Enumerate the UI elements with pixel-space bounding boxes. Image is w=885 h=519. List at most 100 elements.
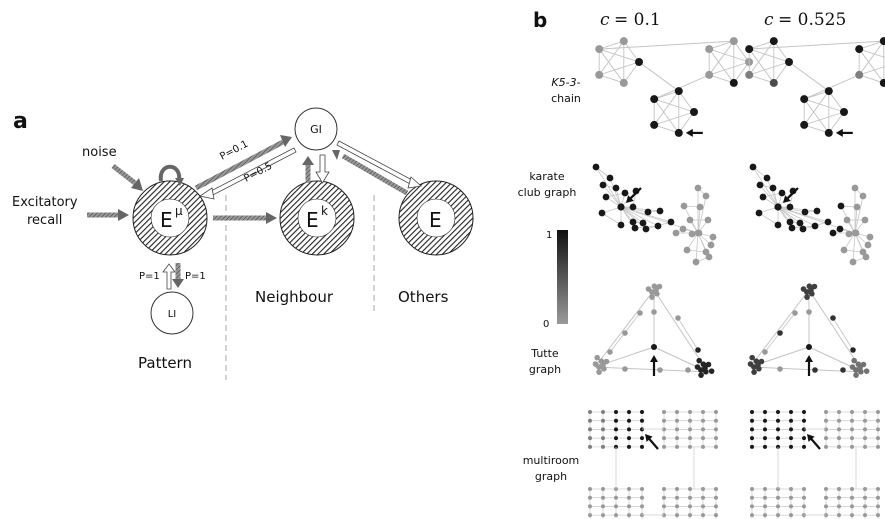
graph-node: [853, 372, 859, 378]
graph-node: [850, 504, 854, 509]
graph-node: [861, 216, 869, 224]
graph-node: [588, 444, 592, 449]
graph-node: [702, 192, 710, 200]
graph-node: [588, 436, 592, 441]
graph-node: [601, 365, 607, 372]
graph-node: [685, 367, 691, 373]
graph-node: [656, 283, 663, 290]
graph-node: [837, 444, 841, 449]
source-node-arrow-icon: [626, 187, 642, 203]
graph-node: [588, 410, 592, 414]
graph-node: [688, 427, 692, 432]
graph-node: [824, 436, 828, 441]
graph-node: [750, 444, 754, 449]
graph-node: [758, 358, 765, 365]
svg-text:K5-3-: K5-3-: [551, 76, 580, 89]
graph-node: [627, 504, 631, 509]
graph-node: [804, 294, 810, 300]
graph-node: [849, 364, 856, 370]
graph-node: [614, 495, 618, 500]
graph-node: [806, 344, 812, 350]
svg-text:k: k: [321, 204, 328, 218]
graph-node: [596, 369, 602, 375]
graph-node: [690, 108, 698, 116]
graph-node: [675, 410, 679, 414]
graph-node: [776, 444, 780, 449]
graph-node: [607, 349, 613, 355]
graph-node: [806, 309, 812, 315]
colorbar-min-label: 0: [543, 319, 549, 330]
graph-node: [622, 330, 628, 336]
graph-node: [679, 225, 687, 233]
graph-node: [763, 410, 767, 414]
graph-node: [876, 504, 880, 509]
source-node-arrow-icon: [650, 355, 658, 376]
graph-node: [714, 444, 718, 449]
graph-node: [640, 504, 644, 509]
column-header-c-0-525: c = 0.525: [764, 10, 846, 30]
graph-node: [876, 410, 880, 414]
graph-node: [866, 233, 874, 241]
graph-node: [837, 513, 841, 518]
graph-node: [598, 358, 605, 365]
graph-node: [696, 203, 704, 211]
graph-node: [776, 427, 780, 432]
svg-text:= 0.525: = 0.525: [778, 10, 846, 30]
graph-node: [622, 366, 628, 372]
node-pattern-e-mu: E μ: [132, 180, 208, 256]
prob-to-gi: P=0.1: [218, 139, 250, 163]
graph-node: [702, 248, 710, 256]
graph-node: [627, 495, 631, 500]
graph-node: [640, 495, 644, 500]
graph-node: [675, 487, 679, 491]
graph-node: [657, 367, 663, 373]
graph-node: [788, 224, 796, 232]
node-global-inhibition: GI: [294, 107, 338, 151]
graph-node: [662, 410, 666, 414]
graph-node: [778, 189, 786, 197]
graph-node: [811, 283, 818, 290]
karate-club-graph-c-0-1: [592, 163, 717, 266]
graph-node: [776, 436, 780, 441]
graph-node: [714, 504, 718, 509]
source-node-arrow-icon: [807, 434, 821, 450]
graph-node: [714, 495, 718, 500]
graph-node: [595, 45, 604, 54]
graph-node: [627, 410, 631, 414]
graph-node: [840, 108, 848, 116]
graph-node: [792, 310, 798, 316]
graph-node: [840, 246, 848, 254]
graph-node: [776, 513, 780, 518]
neighbour-to-gi-arrow: [302, 156, 314, 183]
gi-to-others-arrow: [336, 140, 422, 189]
graph-node: [729, 37, 738, 46]
graph-node: [694, 184, 702, 192]
graph-node: [640, 436, 644, 441]
graph-node: [774, 221, 782, 229]
svg-text:E: E: [429, 208, 442, 232]
graph-node: [601, 495, 605, 500]
graph-node: [714, 418, 718, 423]
graph-node: [824, 418, 828, 423]
graph-node: [850, 513, 854, 518]
graph-node: [601, 418, 605, 423]
svg-text:multiroom: multiroom: [523, 454, 580, 467]
group-label-neighbour: Neighbour: [255, 288, 334, 306]
graph-node: [789, 495, 793, 500]
graph-node: [789, 513, 793, 518]
graph-node: [640, 418, 644, 423]
pattern-to-gi-arrow: [194, 135, 292, 191]
graph-node: [802, 487, 806, 491]
graph-node: [617, 203, 625, 211]
graph-node: [594, 354, 600, 361]
graph-node: [863, 410, 867, 414]
graph-node: [837, 487, 841, 491]
graph-node: [763, 495, 767, 500]
graph-node: [688, 410, 692, 414]
svg-text:E: E: [160, 208, 173, 232]
graph-node: [876, 427, 880, 432]
graph-node: [627, 513, 631, 518]
colorbar-max-label: 1: [546, 230, 552, 241]
graph-node: [631, 224, 639, 232]
svg-text:= 0.1: = 0.1: [614, 10, 661, 30]
